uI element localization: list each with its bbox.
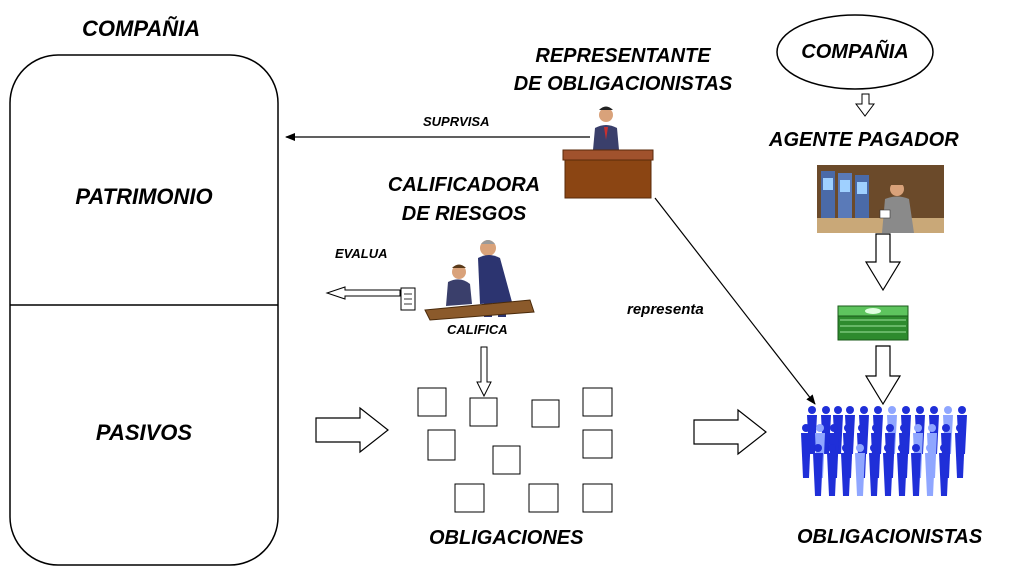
bonds-group	[417, 387, 613, 513]
rating-agency-title-line1: CALIFICADORA	[387, 174, 541, 196]
bond-square	[492, 445, 521, 475]
representative-title-line1: REPRESENTANTE	[535, 45, 711, 67]
company-to-agent-arrow	[855, 93, 875, 117]
evaluate-arrow	[325, 286, 401, 300]
bond-square	[528, 483, 559, 513]
rating-agency-title-line2: DE RIESGOS	[401, 203, 527, 225]
bondholders-crowd-illustration	[801, 406, 967, 496]
company-title: COMPAÑIA	[82, 16, 201, 41]
person-figure	[925, 444, 935, 496]
supervise-label: SUPRVISA	[423, 114, 490, 129]
paying-agent-illustration	[817, 165, 944, 233]
person-figure	[883, 444, 893, 496]
bondholders-label: OBLIGACIONISTAS	[797, 526, 983, 548]
bond-square	[582, 387, 613, 417]
evaluates-label: EVALUA	[335, 246, 388, 261]
bonds-to-holders-arrow	[693, 408, 767, 456]
rates-label: CALIFICA	[447, 322, 508, 337]
person-figure	[855, 444, 865, 496]
rate-arrow	[476, 346, 492, 398]
person-figure	[801, 424, 811, 478]
representative-title-line2: DE OBLIGACIONISTAS	[513, 73, 733, 95]
representative-desk-illustration	[562, 106, 654, 199]
person-figure	[869, 444, 879, 496]
bond-square	[454, 483, 485, 513]
money-stack-icon	[837, 305, 909, 341]
person-figure	[939, 444, 949, 496]
liabilities-to-bonds-arrow	[315, 406, 389, 454]
equity-label: PATRIMONIO	[75, 184, 213, 209]
person-figure	[897, 444, 907, 496]
paying-agent-label: AGENTE PAGADOR	[769, 129, 959, 151]
person-figure	[911, 444, 921, 496]
person-figure	[813, 444, 823, 496]
bond-square	[531, 399, 560, 428]
payer-company-oval	[776, 14, 934, 90]
rating-agency-illustration	[400, 240, 535, 321]
bond-square	[469, 397, 498, 427]
person-figure	[841, 444, 851, 496]
bond-square	[427, 429, 456, 461]
person-figure	[955, 424, 965, 478]
payer-company-label: COMPAÑIA	[801, 41, 909, 63]
represents-arrow	[654, 197, 816, 405]
bond-square	[582, 429, 613, 459]
person-figure	[827, 444, 837, 496]
bond-square	[582, 483, 613, 513]
bonds-label: OBLIGACIONES	[429, 527, 584, 549]
agent-to-money-arrow	[864, 233, 902, 292]
money-to-holders-arrow	[864, 345, 902, 406]
bond-square	[417, 387, 447, 417]
liabilities-label: PASIVOS	[95, 420, 193, 445]
company-box	[9, 54, 279, 566]
represents-label: representa	[627, 301, 704, 318]
